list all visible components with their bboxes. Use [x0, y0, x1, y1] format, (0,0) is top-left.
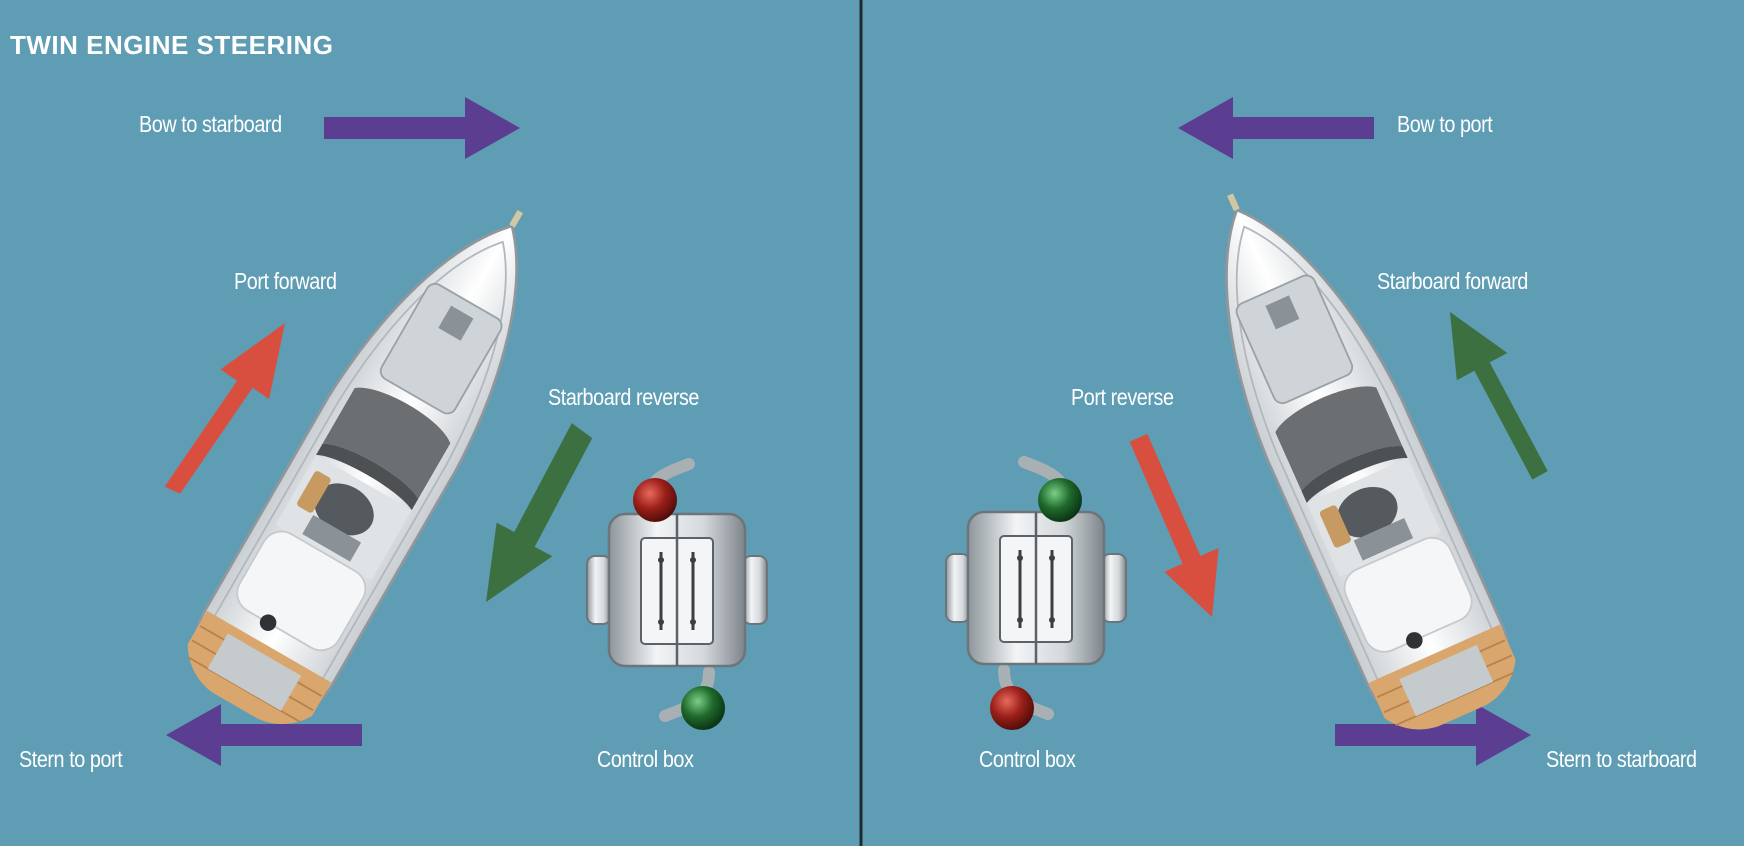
starboard-forward-arrow: [1450, 312, 1548, 480]
label-starboard-reverse: Starboard reverse: [548, 384, 700, 410]
left-control-box: [585, 458, 769, 730]
stern-to-starboard-arrow: [1335, 704, 1531, 766]
label-port-reverse: Port reverse: [1071, 384, 1174, 410]
label-bow-to-starboard: Bow to starboard: [139, 111, 282, 137]
left-green-knob: [681, 686, 725, 730]
starboard-reverse-arrow: [486, 423, 593, 602]
left-red-knob: [633, 478, 677, 522]
label-stern-to-starboard: Stern to starboard: [1546, 746, 1697, 772]
label-starboard-forward: Starboard forward: [1377, 268, 1529, 294]
label-control-box-left: Control box: [597, 746, 694, 772]
stern-to-port-arrow: [166, 704, 362, 766]
label-port-forward: Port forward: [234, 268, 337, 294]
right-boat: [1163, 165, 1529, 746]
right-control-box: [944, 456, 1128, 730]
left-boat: [171, 175, 584, 743]
right-red-knob: [990, 686, 1034, 730]
label-stern-to-port: Stern to port: [19, 746, 123, 772]
label-control-box-right: Control box: [979, 746, 1076, 772]
port-reverse-arrow: [1129, 433, 1219, 617]
port-forward-arrow: [164, 323, 285, 494]
label-bow-to-port: Bow to port: [1397, 111, 1493, 137]
diagram-title: TWIN ENGINE STEERING: [10, 30, 334, 60]
bow-to-port-arrow: [1178, 97, 1374, 159]
bow-to-starboard-arrow: [324, 97, 520, 159]
right-green-knob: [1038, 478, 1082, 522]
